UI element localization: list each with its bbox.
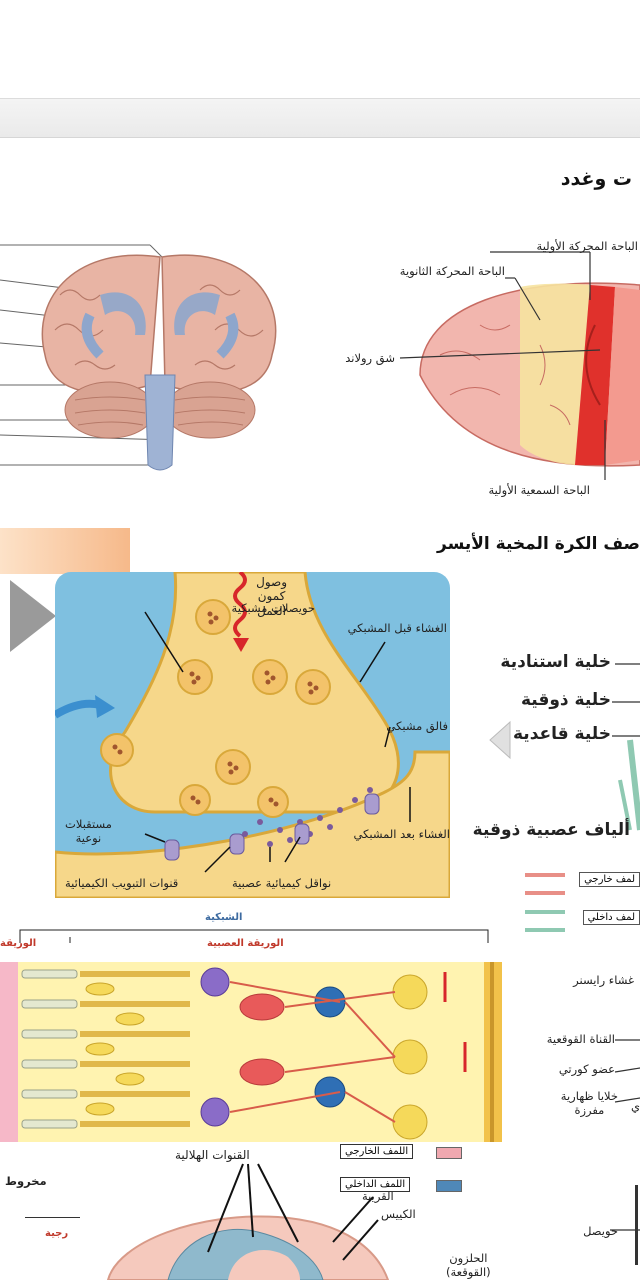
- label-action-potential: وصول كمون العمل: [256, 575, 287, 618]
- label-cochlea: الحلزون (القوقعة): [446, 1251, 491, 1279]
- label-postsynaptic: الغشاء بعد المشبكي: [353, 827, 450, 841]
- inner-ear-illustration: [106, 1163, 390, 1280]
- legend2-perilymph: اللمف الخارجي: [340, 1144, 414, 1159]
- legend-swatch-perilymph: [525, 873, 565, 895]
- legend-swatch-endolymph: [525, 910, 565, 932]
- legend2-swatch-endolymph: [436, 1180, 462, 1192]
- side-arrow-icon: [55, 695, 115, 719]
- retina-bottom-line: [25, 1217, 80, 1218]
- synapse-illustration: [55, 572, 450, 898]
- label-support-cell: خلية استنادية: [500, 652, 611, 672]
- label-cone: مخروط: [5, 1174, 47, 1188]
- label-cleft: فالق مشبكي: [386, 719, 448, 733]
- viewer-toolbar[interactable]: [0, 98, 640, 138]
- label-presynaptic: الغشاء قبل المشبكي: [347, 621, 447, 635]
- label-vesicles: حويصلات مشبكية: [231, 601, 315, 615]
- cortex-leader-lines: [399, 251, 606, 480]
- label-taste-fibers: ألياف عصبية ذوقية: [472, 820, 630, 840]
- bracket-right: [635, 1185, 638, 1265]
- label-retina: الشبكية: [205, 912, 243, 923]
- label-corti: عضو كورتي: [558, 1062, 615, 1076]
- label-taste-cell: خلية ذوقية: [520, 690, 611, 710]
- label-choroid: رجية: [45, 1228, 69, 1239]
- label-secondary-motor: الباحة المحركة الثانوية: [399, 264, 505, 278]
- taste-leader-lines: [489, 663, 640, 831]
- section-heading: ت وغدد: [560, 168, 632, 190]
- cortex-lateral-illustration: [419, 282, 640, 467]
- label-neurotransmitters: نواقل كيميائية عصبية: [232, 876, 332, 890]
- brain-coronal-illustration: [0, 244, 277, 471]
- label-receptors: مستقبلات نوعية: [65, 817, 112, 845]
- legend2-endolymph: اللمف الداخلي: [340, 1177, 411, 1192]
- label-cochlear-duct: القناة القوقعية: [546, 1032, 615, 1046]
- retina-brackets: [19, 929, 489, 943]
- label-secretory: خلايا ظهارية مفرزة: [560, 1089, 618, 1117]
- gray-arrow-decor: [10, 580, 56, 652]
- label-pigment-layer: الوريقة: [0, 938, 37, 949]
- label-utricle-right: حويصل: [583, 1224, 618, 1238]
- label-primary-auditory: الباحة السمعية الأولية: [488, 483, 591, 497]
- retina-illustration: [0, 962, 502, 1142]
- top-blank-area: [0, 0, 640, 100]
- label-reissner: غشاء رايسنر: [573, 973, 634, 987]
- hemisphere-heading: صف الكرة المخية الأيسر: [437, 534, 640, 554]
- label-nerve-layer: الوريقة العصبية: [207, 938, 284, 949]
- label-secretory-side: ي: [630, 1099, 640, 1113]
- label-utricle: القريبة: [362, 1189, 394, 1203]
- legend2-swatch-perilymph: [436, 1147, 462, 1159]
- label-semicircular: القنوات الهلالية: [175, 1148, 250, 1162]
- label-basal-cell: خلية قاعدية: [513, 724, 611, 744]
- legend-perilymph: لمف خارجي: [579, 872, 640, 887]
- orange-decor: [0, 528, 130, 574]
- label-rolando: شق رولاند: [345, 351, 395, 365]
- label-saccule: الكييس: [381, 1207, 416, 1221]
- legend-endolymph: لمف داخلي: [582, 910, 640, 925]
- label-chem-channels: قنوات التبويب الكيميائية: [65, 876, 179, 890]
- label-primary-motor: الباحة المحركة الأولية: [536, 239, 638, 253]
